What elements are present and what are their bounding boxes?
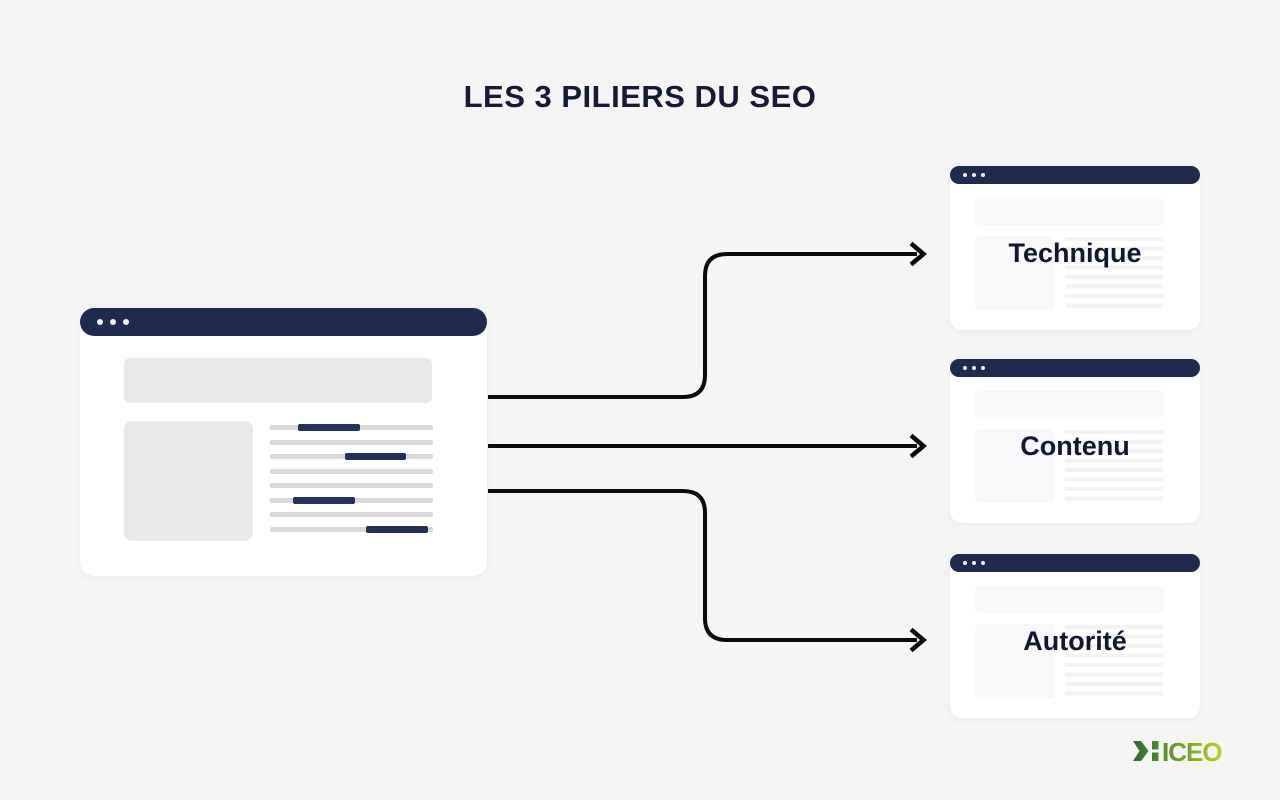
highlight-segment	[293, 496, 355, 504]
page-title: LES 3 PILIERS DU SEO	[463, 79, 817, 114]
window-dot-icon	[123, 319, 129, 325]
text-line	[270, 525, 433, 533]
source-website-window	[80, 308, 487, 576]
highlight-segment	[366, 525, 428, 533]
hiceo-logo: ICEO	[1133, 740, 1223, 762]
logo-text: ICEO	[1162, 740, 1222, 762]
text-line	[270, 439, 433, 445]
content-banner-placeholder	[975, 198, 1165, 225]
pillar-window-autorite: Autorité	[950, 554, 1200, 718]
arrow-to-contenu	[488, 433, 927, 459]
content-banner-placeholder	[975, 586, 1165, 613]
content-text-block	[1065, 237, 1163, 311]
text-line	[270, 512, 433, 517]
logo-colon-icon	[1152, 752, 1159, 761]
window-titlebar	[950, 166, 1200, 184]
content-text-block	[1065, 625, 1163, 699]
content-image-placeholder	[975, 429, 1055, 503]
content-image-placeholder	[124, 421, 253, 541]
pillar-label: Contenu	[1020, 431, 1130, 461]
text-line	[270, 496, 433, 504]
window-dot-icon	[972, 366, 976, 370]
text-line	[270, 424, 433, 431]
text-line	[270, 483, 433, 488]
logo-chevron-icon	[1133, 741, 1149, 761]
logo-colon-icon	[1152, 741, 1159, 750]
pillar-window-technique: Technique	[950, 166, 1200, 330]
arrow-to-technique	[488, 241, 927, 399]
content-image-placeholder	[975, 624, 1055, 698]
window-dot-icon	[981, 366, 985, 370]
pillar-label: Technique	[1008, 238, 1142, 268]
content-banner-placeholder	[975, 391, 1165, 418]
window-dot-icon	[981, 561, 985, 565]
content-image-placeholder	[975, 236, 1055, 310]
window-dot-icon	[97, 319, 103, 325]
window-dot-icon	[972, 561, 976, 565]
window-dot-icon	[972, 173, 976, 177]
window-dot-icon	[963, 173, 967, 177]
text-line	[270, 468, 433, 474]
window-dot-icon	[963, 561, 967, 565]
highlight-segment	[298, 424, 360, 431]
arrow-to-autorite	[488, 489, 927, 653]
pillar-label: Autorité	[1023, 626, 1127, 656]
highlight-segment	[345, 453, 406, 460]
window-dot-icon	[110, 319, 116, 325]
window-titlebar	[950, 554, 1200, 572]
window-titlebar	[80, 308, 487, 336]
pillar-window-contenu: Contenu	[950, 359, 1200, 523]
window-titlebar	[950, 359, 1200, 377]
content-text-block	[1065, 430, 1163, 504]
content-text-block	[270, 424, 433, 541]
window-dot-icon	[963, 366, 967, 370]
content-banner-placeholder	[124, 358, 432, 403]
text-line	[270, 453, 433, 460]
window-dot-icon	[981, 173, 985, 177]
